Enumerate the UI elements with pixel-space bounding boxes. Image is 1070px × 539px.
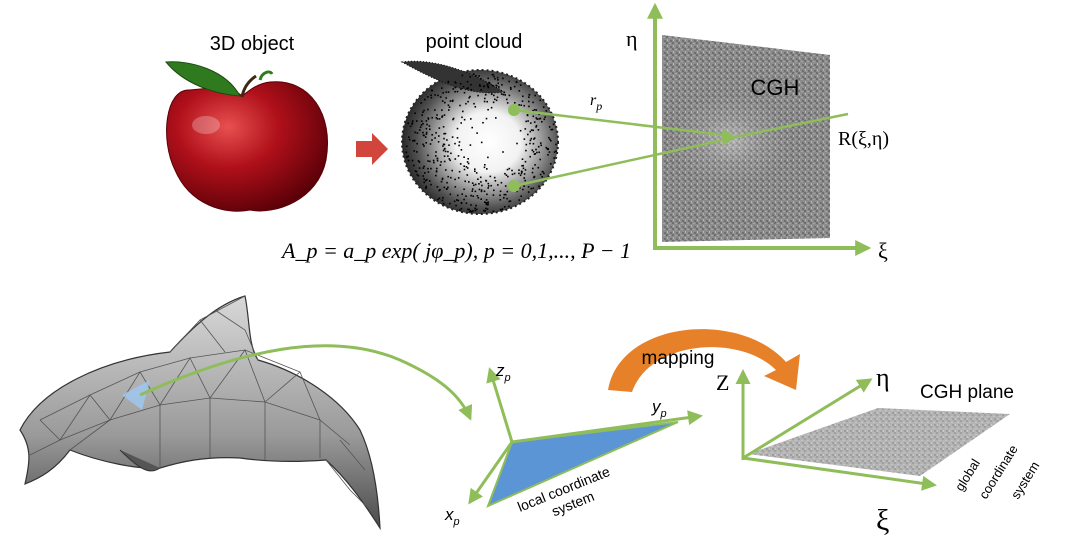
reference-label: R(ξ,η) (838, 128, 889, 150)
ray-upper (513, 108, 735, 142)
object-label: 3D object (210, 33, 295, 55)
local-coordinate-system: zp yp xp local coordinate system (444, 361, 703, 528)
global-xi-label: ξ (876, 504, 889, 537)
global-eta-axis (742, 378, 873, 460)
global-caption-line3: system (1008, 459, 1043, 502)
point-cloud (400, 60, 559, 215)
dolphin-mesh (19, 295, 381, 531)
ray-lower (513, 134, 735, 188)
conversion-arrow (356, 133, 388, 165)
xi-axis-label: ξ (878, 238, 888, 263)
local-y-label: yp (651, 397, 667, 420)
highlighted-facet (122, 380, 150, 410)
local-z-axis (486, 367, 514, 443)
global-coordinate-system: Z η ξ CGH plane global coordinate system (716, 363, 1042, 537)
local-z-label: zp (495, 361, 511, 384)
cgh-hologram (662, 35, 830, 242)
top-panel: 3D object point cloud CGH η ξ rp R(ξ,η) (165, 2, 889, 263)
mapping-label: mapping (642, 348, 715, 369)
mapping-arrow (608, 329, 800, 392)
point-source-upper (508, 104, 520, 116)
ray-label: rp (590, 92, 602, 113)
bottom-panel: zp yp xp local coordinate system mapping… (19, 295, 1042, 537)
eta-axis-label: η (626, 26, 638, 51)
local-x-label: xp (444, 505, 460, 528)
global-z-label: Z (716, 370, 729, 395)
amplitude-formula: A_p = a_p exp( jφ_p), p = 0,1,..., P − 1 (280, 238, 631, 263)
leaf-shape (165, 61, 241, 97)
reference-wave-line (729, 112, 849, 140)
global-eta-label: η (876, 363, 890, 392)
cgh-plane-surface (748, 408, 1010, 476)
local-x-axis (468, 441, 514, 505)
facet-to-local-arrow (139, 344, 473, 421)
point-source-lower (508, 180, 520, 192)
cgh-label: CGH (751, 75, 800, 100)
cloud-label: point cloud (426, 31, 523, 53)
global-xi-axis (742, 456, 937, 491)
apple-3d-object (165, 61, 328, 212)
cgh-plane-label: CGH plane (920, 382, 1014, 403)
local-y-axis (511, 410, 703, 444)
